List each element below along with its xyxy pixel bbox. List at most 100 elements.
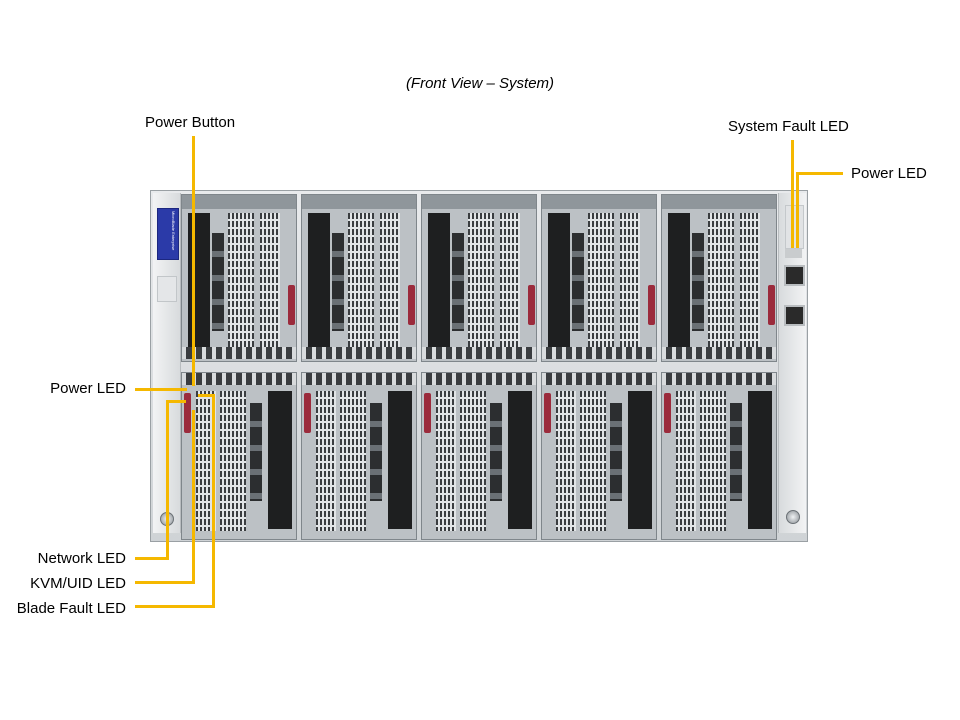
blade-vent-mesh xyxy=(348,213,374,353)
blade-vent-mesh xyxy=(228,213,254,353)
blade-top-4 xyxy=(541,194,657,362)
label-network-led: Network LED xyxy=(37,550,126,567)
blade-vent-mesh xyxy=(588,213,614,353)
blade-bottom-4 xyxy=(541,372,657,540)
figure-caption: (Front View – System) xyxy=(405,75,555,92)
blade-top-bar xyxy=(422,373,536,385)
blade-port-column xyxy=(692,233,704,331)
label-blade-fault-led: Blade Fault LED xyxy=(16,600,126,617)
callout-line-network-led-h xyxy=(135,557,168,560)
blade-vent-mesh xyxy=(340,391,366,531)
blade-bottom-bar xyxy=(542,347,656,359)
brand-badge: MicroBlade Enterprise xyxy=(157,208,179,260)
blade-vent-mesh xyxy=(500,213,520,353)
label-system-power-led: Power LED xyxy=(851,165,927,182)
blade-vent-mesh xyxy=(556,391,576,531)
blade-bottom-bar xyxy=(422,347,536,359)
blade-vent-mesh xyxy=(620,213,640,353)
blade-vent-mesh xyxy=(580,391,606,531)
blade-heatsink xyxy=(548,213,570,351)
blade-release-handle xyxy=(528,285,535,325)
callout-line-power-button xyxy=(192,136,195,386)
blade-heatsink xyxy=(508,391,532,529)
callout-line-blade-fault-led-h xyxy=(135,605,215,608)
blade-bottom-bar xyxy=(662,347,776,359)
blade-top-bar xyxy=(182,373,296,385)
blade-bottom-5 xyxy=(661,372,777,540)
blade-vent-mesh xyxy=(380,213,400,353)
blade-top-bar xyxy=(662,373,776,385)
label-blade-power-led: Power LED xyxy=(50,380,126,397)
network-port-icon xyxy=(784,265,805,286)
system-led-indicators xyxy=(785,249,802,258)
callout-line-network-led-top xyxy=(166,400,186,403)
blade-top-rail xyxy=(182,195,296,209)
blade-release-handle xyxy=(184,393,191,433)
blade-port-column xyxy=(490,403,502,501)
blade-top-rail xyxy=(542,195,656,209)
blade-port-column xyxy=(610,403,622,501)
blade-port-column xyxy=(572,233,584,331)
blade-vent-mesh xyxy=(740,213,760,353)
callout-line-system-fault-led xyxy=(791,140,794,248)
blade-heatsink xyxy=(428,213,450,351)
blade-vent-mesh xyxy=(316,391,336,531)
blade-release-handle xyxy=(424,393,431,433)
blade-port-column xyxy=(370,403,382,501)
blade-bottom-2 xyxy=(301,372,417,540)
blade-top-rail xyxy=(422,195,536,209)
blade-heatsink xyxy=(628,391,652,529)
network-port-icon xyxy=(784,305,805,326)
callout-line-system-power-led-v xyxy=(796,172,799,248)
blade-release-handle xyxy=(544,393,551,433)
blade-heatsink xyxy=(308,213,330,351)
blade-vent-mesh xyxy=(700,391,726,531)
callout-line-kvm-uid-led-v xyxy=(192,410,195,584)
blade-vent-mesh xyxy=(220,391,246,531)
blade-port-column xyxy=(452,233,464,331)
blade-top-bar xyxy=(542,373,656,385)
blade-port-column xyxy=(730,403,742,501)
blade-top-3 xyxy=(421,194,537,362)
blade-release-handle xyxy=(288,285,295,325)
blade-bottom-bar xyxy=(182,347,296,359)
blade-top-bar xyxy=(302,373,416,385)
label-kvm-uid-led: KVM/UID LED xyxy=(30,575,126,592)
blade-top-rail xyxy=(302,195,416,209)
blade-release-handle xyxy=(768,285,775,325)
blade-vent-mesh xyxy=(436,391,456,531)
blade-bottom-3 xyxy=(421,372,537,540)
callout-line-kvm-uid-led-h xyxy=(135,581,195,584)
callout-line-blade-fault-led-top xyxy=(198,394,214,397)
blade-bottom-bar xyxy=(302,347,416,359)
brand-badge-text: MicroBlade Enterprise xyxy=(171,211,176,251)
blade-top-5 xyxy=(661,194,777,362)
blade-vent-mesh xyxy=(460,391,486,531)
thumbscrew-icon xyxy=(786,510,800,524)
blade-vent-mesh xyxy=(196,391,216,531)
blade-vent-mesh xyxy=(260,213,280,353)
label-power-button: Power Button xyxy=(145,114,236,131)
blade-heatsink xyxy=(748,391,772,529)
blade-port-column xyxy=(212,233,224,331)
blade-release-handle xyxy=(408,285,415,325)
left-ear-latch xyxy=(157,276,177,302)
system-led-panel xyxy=(785,205,804,249)
blade-heatsink xyxy=(668,213,690,351)
blade-heatsink xyxy=(268,391,292,529)
callout-line-blade-fault-led-v xyxy=(212,394,215,608)
blade-vent-mesh xyxy=(468,213,494,353)
label-system-fault-led: System Fault LED xyxy=(728,118,849,135)
blade-release-handle xyxy=(664,393,671,433)
blade-release-handle xyxy=(648,285,655,325)
blade-port-column xyxy=(250,403,262,501)
callout-line-blade-power-led xyxy=(135,388,187,391)
blade-vent-mesh xyxy=(676,391,696,531)
blade-top-1 xyxy=(181,194,297,362)
blade-port-column xyxy=(332,233,344,331)
callout-line-system-power-led-h xyxy=(796,172,843,175)
blade-vent-mesh xyxy=(708,213,734,353)
blade-top-rail xyxy=(662,195,776,209)
callout-line-network-led-v xyxy=(166,400,169,560)
blade-release-handle xyxy=(304,393,311,433)
